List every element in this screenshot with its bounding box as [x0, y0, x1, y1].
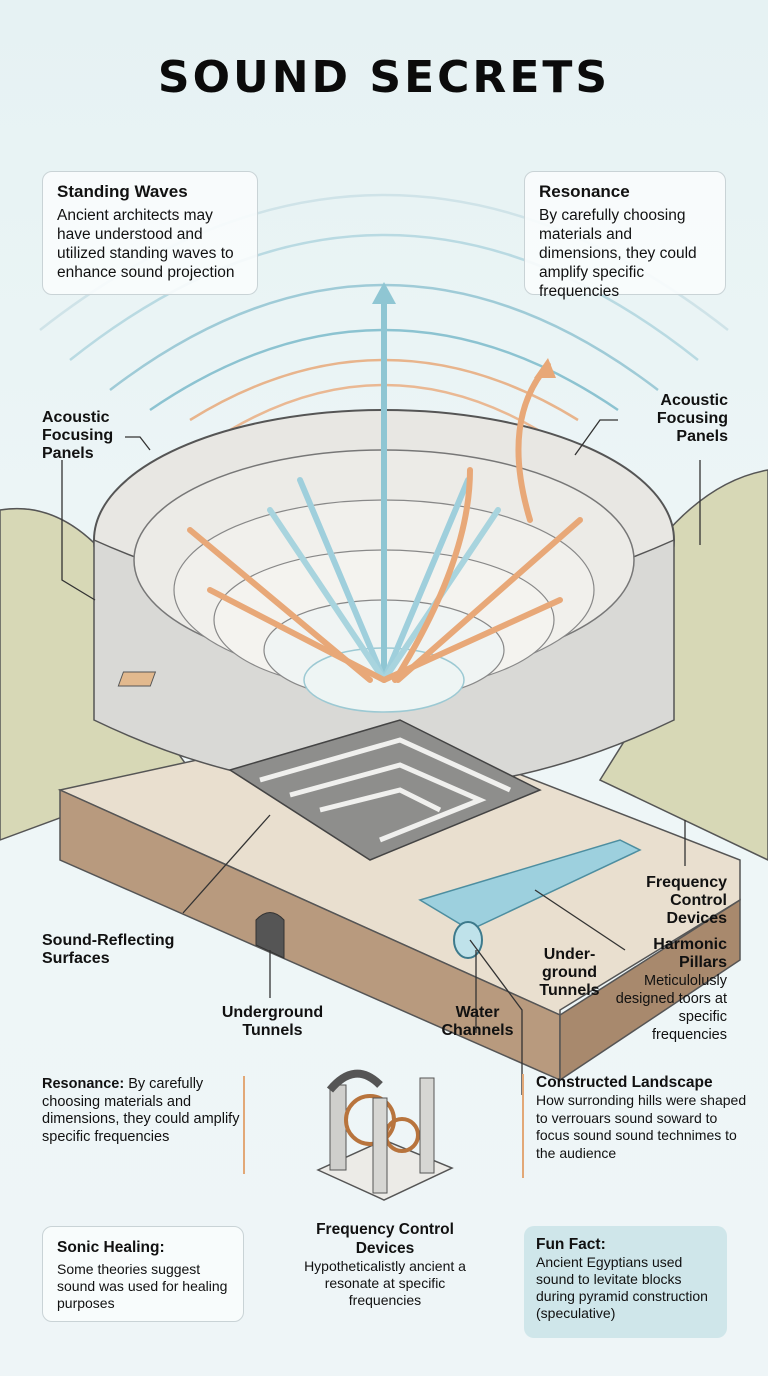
constructed-landscape-heading: Constructed Landscape — [536, 1074, 713, 1091]
acoustic-panels-label-left: Acoustic Focusing Panels — [42, 409, 114, 462]
resonance-heading: Resonance — [539, 182, 630, 201]
harmonic-pillars-label: Harmonic Pillars Meticulolusly designed … — [612, 936, 727, 1044]
frequency-device-illustration — [316, 1069, 454, 1201]
resonance-card: Resonance By carefully choosing material… — [524, 171, 726, 300]
sonic-healing-card: Sonic Healing: Some theories suggest sou… — [42, 1226, 244, 1322]
underground-maze — [228, 719, 542, 861]
resonance-note-heading: Resonance: — [42, 1076, 125, 1092]
acoustic-panels-label-right: Acoustic Focusing Panels — [656, 392, 728, 445]
frequency-devices-body: Hypotheticalistly ancient a resonate at … — [304, 1258, 466, 1308]
frequency-control-label: Frequency Control Devices — [646, 874, 727, 927]
resonance-note: Resonance: By carefully choosing materia… — [42, 1076, 242, 1146]
standing-waves-heading: Standing Waves — [57, 182, 188, 201]
fun-fact-heading: Fun Fact: — [536, 1236, 606, 1253]
divider-left — [243, 1076, 245, 1174]
resonance-body: By carefully choosing materials and dime… — [539, 207, 697, 300]
constructed-landscape-note: Constructed Landscape How surronding hil… — [522, 1074, 751, 1178]
sound-reflecting-label: Sound-Reflecting Surfaces — [42, 932, 175, 967]
water-channel — [418, 839, 642, 931]
standing-waves-card: Standing Waves Ancient architects may ha… — [42, 171, 258, 295]
harmonic-pillars-body: Meticulolusly designed toors at specific… — [615, 973, 727, 1043]
sound-arrows — [187, 297, 583, 683]
sonic-healing-body: Some theories suggest sound was used for… — [57, 1261, 228, 1311]
page-title: SOUND SECRETS — [157, 52, 611, 103]
constructed-landscape-body: How surronding hills were shaped to verr… — [536, 1092, 747, 1161]
fun-fact-card: Fun Fact: Ancient Egyptians used sound t… — [524, 1226, 727, 1338]
frequency-devices-heading: Frequency Control Devices — [316, 1221, 454, 1257]
fun-fact-body: Ancient Egyptians used sound to levitate… — [536, 1254, 708, 1321]
stage-block — [117, 671, 157, 687]
harmonic-pillars-heading: Harmonic Pillars — [653, 936, 727, 971]
frequency-devices-note: Frequency Control Devices Hypotheticalis… — [290, 1220, 480, 1309]
sonic-healing-heading: Sonic Healing: — [57, 1239, 165, 1256]
underground-tunnels-label: Underground Tunnels — [221, 1004, 324, 1039]
resonance-note-body: By carefully choosing materials and dime… — [42, 1076, 240, 1145]
standing-waves-body: Ancient architects may have understood a… — [57, 207, 235, 281]
water-channels-label: Water Channels — [441, 1004, 514, 1039]
under-ground-tunnels-label: Under-ground Tunnels — [539, 946, 600, 999]
